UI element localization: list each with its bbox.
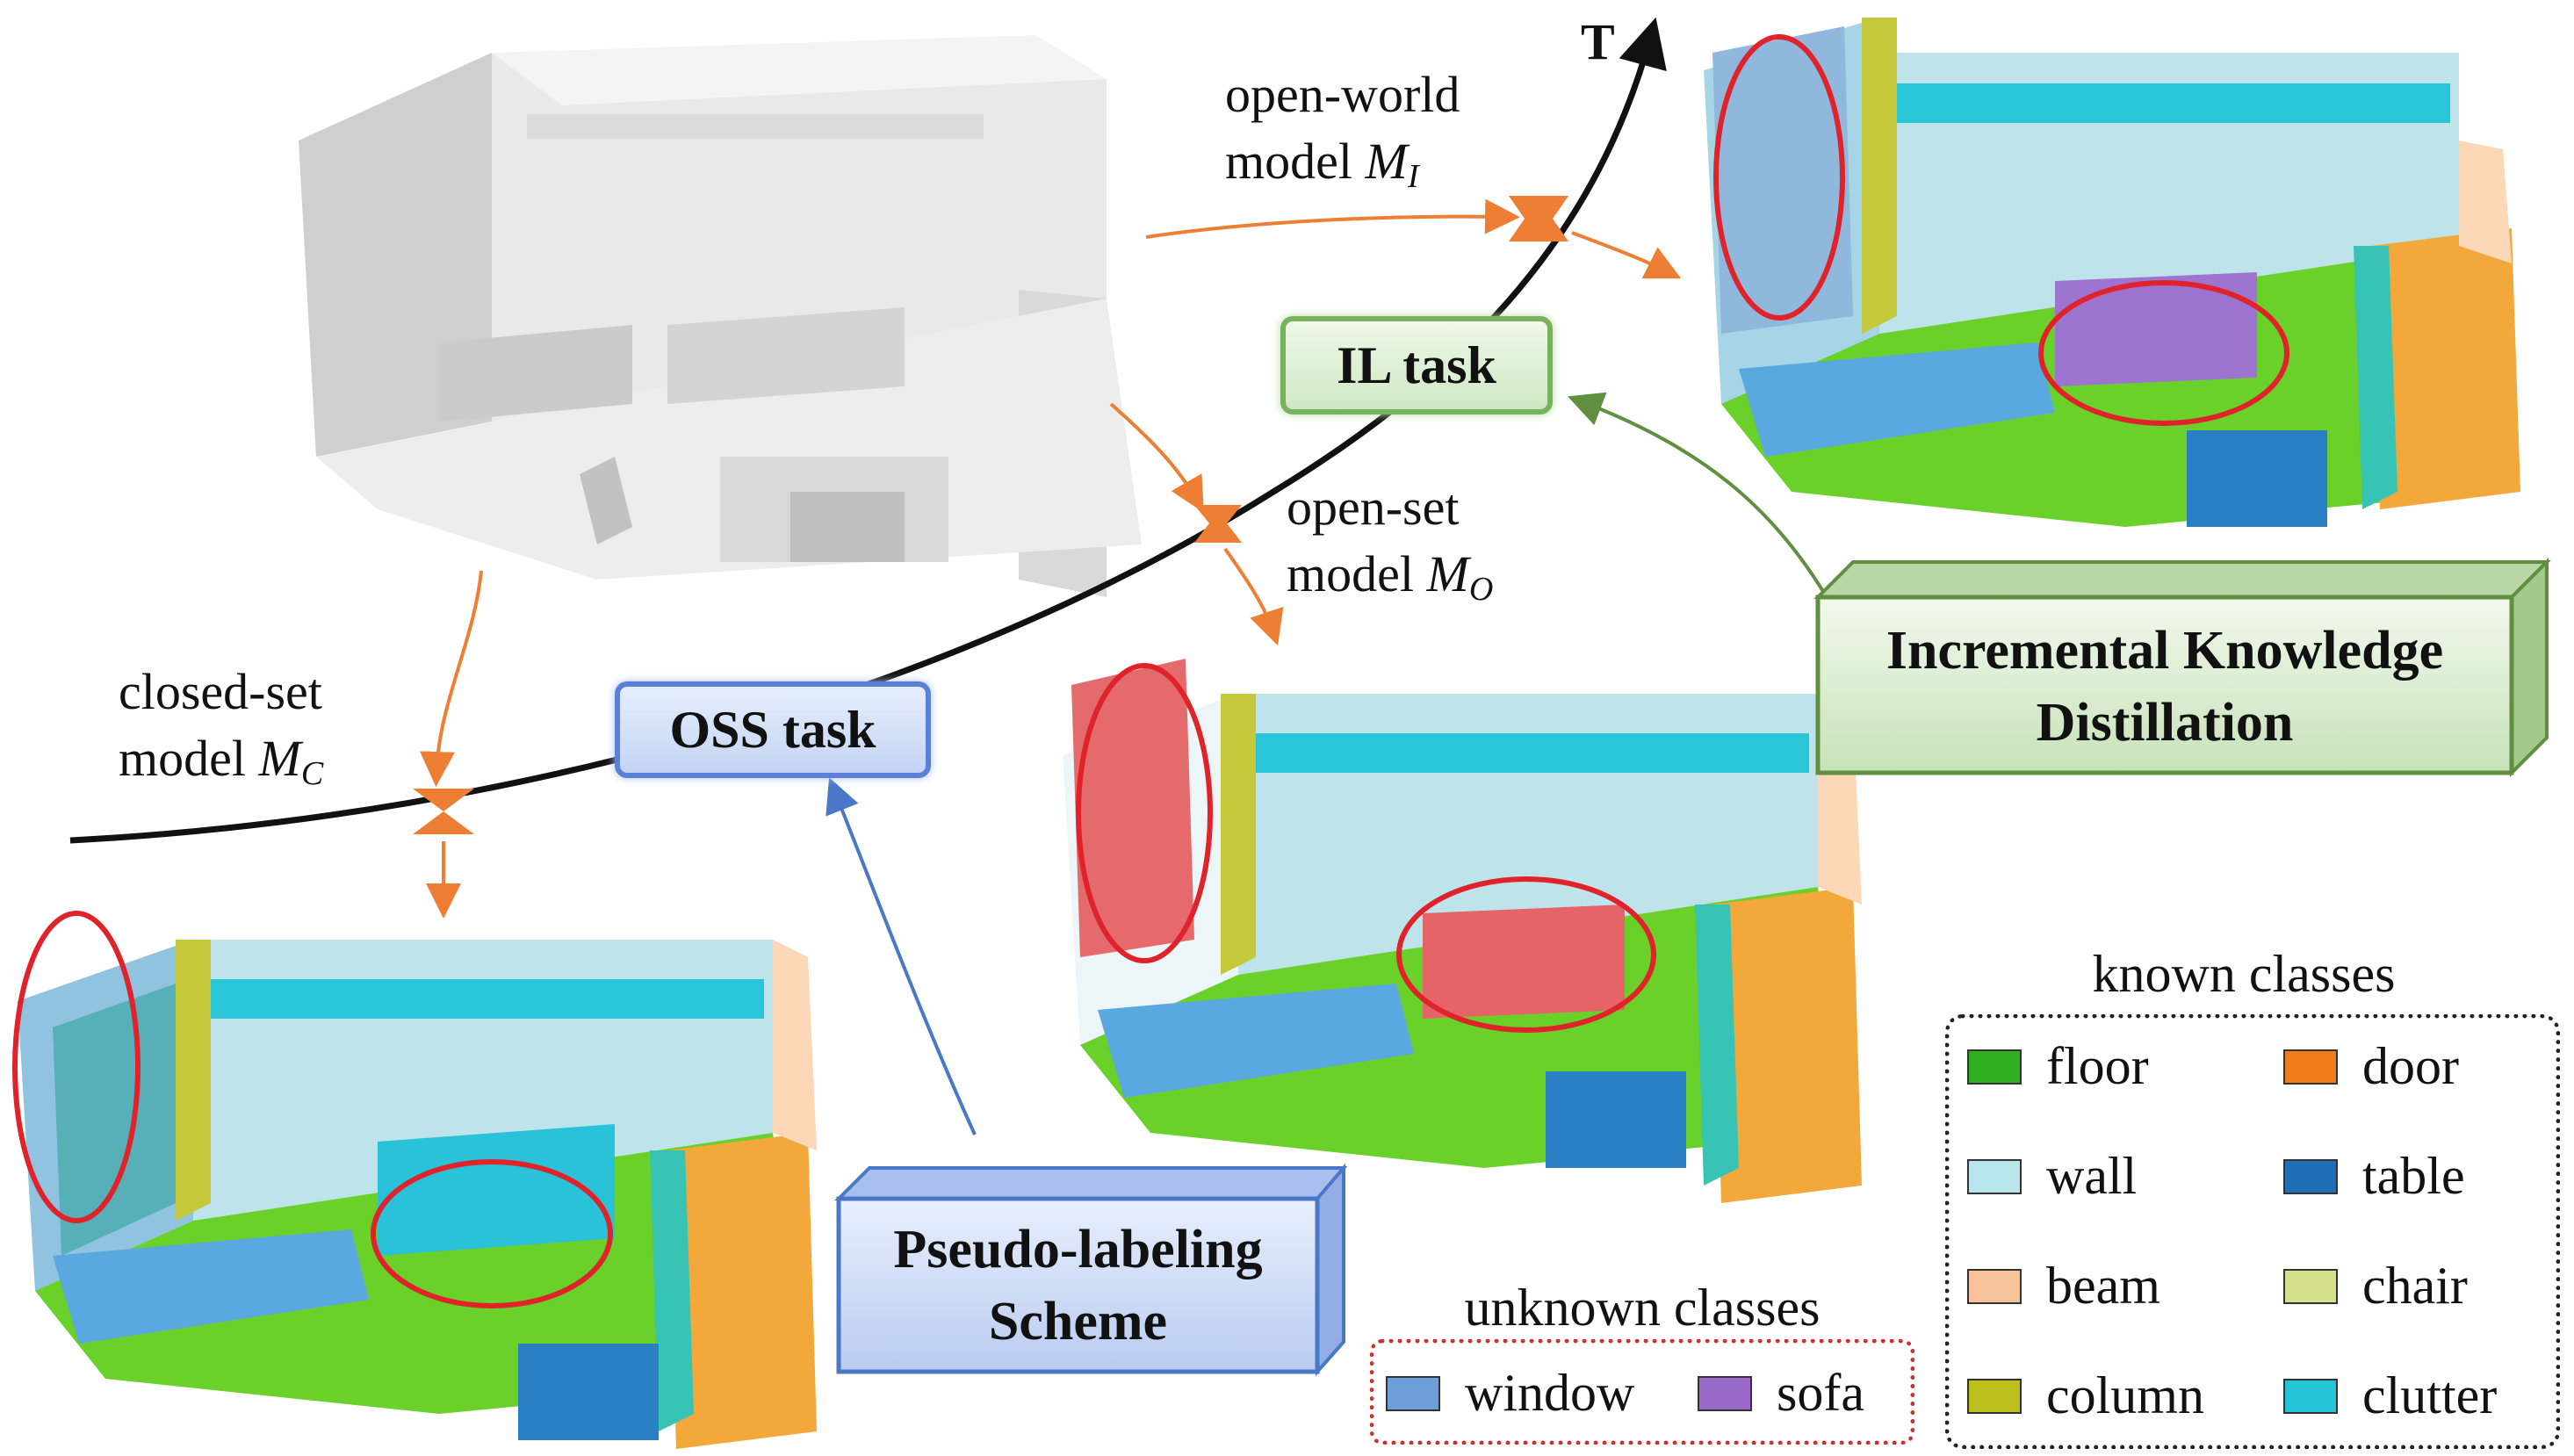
arrow-ikd-to-il-task — [1568, 392, 1828, 599]
unknown-class-sofa: sofa — [1698, 1363, 1864, 1424]
arrow-input-to-open-set — [1109, 402, 1204, 513]
pseudo-line1: Pseudo-labeling — [893, 1220, 1263, 1279]
unknown-classes-title: unknown classes — [1464, 1279, 1821, 1337]
highlight-sofa-closed — [371, 1159, 613, 1308]
known-classes-legend — [1945, 1014, 2560, 1449]
known-class-swatch-door — [2283, 1049, 2338, 1085]
arrow-input-to-closed — [419, 570, 483, 787]
open-set-model-label: open-set model MO — [1287, 474, 1493, 623]
known-class-swatch-chair — [2283, 1268, 2338, 1304]
known-class-label-door: door — [2362, 1037, 2459, 1095]
unknown-class-swatch-sofa — [1698, 1375, 1752, 1411]
pseudo-box-label: Pseudo-labeling Scheme — [839, 1214, 1317, 1358]
ikd-line2: Distillation — [2036, 693, 2294, 753]
orange-arrows — [419, 198, 1682, 919]
known-class-swatch-clutter — [2283, 1378, 2338, 1414]
closed-set-line1: closed-set — [119, 663, 322, 720]
ikd-box — [1813, 558, 2551, 777]
known-class-column: column — [1967, 1366, 2204, 1426]
open-set-result-scene — [1063, 659, 1862, 1203]
known-class-swatch-wall — [1967, 1158, 2022, 1194]
arrow-open-set-to-scene — [1223, 547, 1284, 646]
closed-set-model-label: closed-set model MC — [119, 659, 323, 807]
highlight-ellipses — [12, 34, 2289, 1308]
unknown-classes-legend — [1370, 1339, 1914, 1445]
unknown-class-label-sofa: sofa — [1777, 1364, 1864, 1422]
oss-task-badge: OSS task — [615, 681, 931, 778]
model-markers — [413, 196, 1568, 834]
open-world-marker — [1509, 196, 1568, 241]
closed-set-result-scene — [18, 940, 817, 1449]
open-world-model-label: open-world model MI — [1225, 61, 1460, 210]
il-task-badge: IL task — [1280, 316, 1553, 414]
closed-set-line2: model MC — [119, 730, 324, 792]
known-class-chair: chair — [2283, 1256, 2468, 1316]
highlight-sofa-open-set — [1396, 876, 1656, 1033]
known-class-wall: wall — [1967, 1146, 2137, 1207]
highlight-window-open-world — [1713, 34, 1845, 321]
arrow-pseudo-to-oss-task — [826, 777, 977, 1135]
arrow-open-world-to-scene — [1571, 231, 1682, 279]
known-classes-title: known classes — [2092, 945, 2396, 1003]
known-class-door: door — [2283, 1036, 2459, 1097]
unknown-class-window: window — [1386, 1363, 1634, 1424]
highlight-sofa-open-world — [2038, 280, 2289, 426]
open-world-line1: open-world — [1225, 66, 1460, 123]
known-class-beam: beam — [1967, 1256, 2160, 1316]
open-set-marker — [1194, 505, 1242, 543]
open-set-line2: model MO — [1287, 545, 1494, 608]
known-class-clutter: clutter — [2283, 1366, 2497, 1426]
ikd-box-label: Incremental Knowledge Distillation — [1818, 615, 2512, 759]
known-class-label-column: column — [2046, 1366, 2204, 1424]
known-class-label-table: table — [2362, 1147, 2465, 1205]
known-class-table: table — [2283, 1146, 2465, 1207]
known-class-label-beam: beam — [2046, 1257, 2160, 1315]
known-class-label-clutter: clutter — [2362, 1366, 2498, 1424]
open-set-line1: open-set — [1287, 479, 1460, 536]
pseudo-line2: Scheme — [988, 1292, 1168, 1351]
highlight-window-open-set — [1076, 663, 1213, 963]
pseudo-box — [834, 1163, 1348, 1377]
time-axis-label: T — [1581, 13, 1615, 70]
unknown-class-swatch-window — [1386, 1375, 1440, 1411]
unknown-class-label-window: window — [1465, 1364, 1635, 1422]
known-class-label-wall: wall — [2046, 1147, 2138, 1205]
known-class-label-chair: chair — [2362, 1257, 2468, 1315]
arrow-input-to-open-world — [1145, 198, 1520, 239]
input-point-cloud-scene — [299, 35, 1142, 597]
known-class-swatch-column — [1967, 1378, 2022, 1414]
highlight-window-closed — [12, 911, 141, 1223]
closed-set-marker — [413, 789, 474, 834]
ikd-line1: Incremental Knowledge — [1885, 621, 2444, 681]
known-class-swatch-table — [2283, 1158, 2338, 1194]
known-class-swatch-beam — [1967, 1268, 2022, 1304]
known-class-label-floor: floor — [2046, 1037, 2149, 1095]
known-class-floor: floor — [1967, 1036, 2149, 1097]
open-world-line2: model MI — [1225, 133, 1419, 195]
known-class-swatch-floor — [1967, 1049, 2022, 1085]
